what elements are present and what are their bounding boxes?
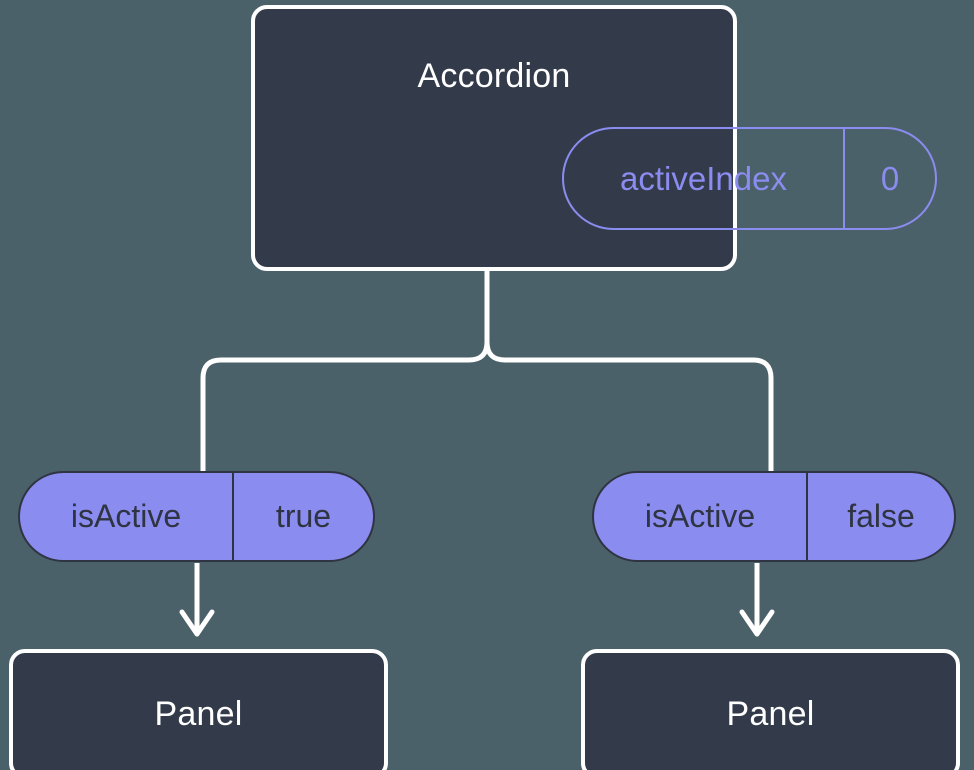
prop-badge-is-active-true[interactable]: isActive true (18, 471, 375, 562)
prop-badge-is-active-false[interactable]: isActive false (592, 471, 956, 562)
panel-component-card-right[interactable]: Panel (581, 649, 960, 770)
arrow-down-icon-right (739, 563, 775, 637)
arrow-down-icon-left (179, 563, 215, 637)
state-badge-value: 0 (880, 159, 900, 197)
state-badge-key: activeIndex (564, 129, 845, 228)
prop-badge-value: true (275, 498, 332, 534)
prop-badge-key: isActive (594, 473, 808, 560)
panel-title: Panel (726, 695, 815, 733)
panel-component-card-left[interactable]: Panel (9, 649, 388, 770)
accordion-component-card[interactable]: Accordion activeIndex 0 (251, 5, 937, 271)
prop-badge-key: isActive (20, 473, 234, 560)
panel-title: Panel (154, 695, 243, 733)
accordion-title: Accordion (417, 57, 571, 95)
state-badge-active-index[interactable]: activeIndex 0 (562, 127, 937, 230)
prop-badge-value: false (847, 498, 915, 534)
